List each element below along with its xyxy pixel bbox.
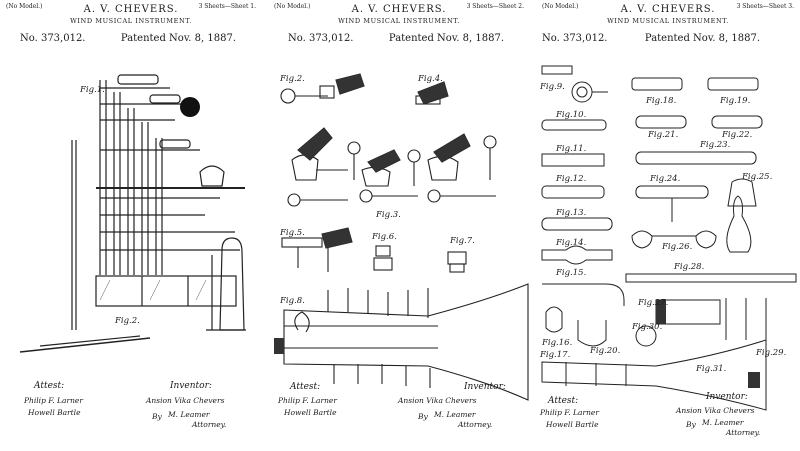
- sheet-3: (No Model.) 3 Sheets—Sheet 3. A. V. CHEV…: [536, 0, 800, 451]
- attorney-by: By: [418, 412, 428, 421]
- figure-label: Fig.21.: [648, 130, 679, 140]
- invention-title: WIND MUSICAL INSTRUMENT.: [607, 17, 729, 25]
- figure-label: Fig.18.: [646, 96, 677, 106]
- sheet-3-drawing: [541, 65, 797, 411]
- inventor-heading: A. V. CHEVERS.: [351, 4, 447, 15]
- attorney-by: By: [686, 420, 696, 429]
- figure-label: Fig.26.: [662, 242, 693, 252]
- inventor-label: Inventor:: [706, 392, 748, 402]
- attorney-label: Attorney.: [192, 420, 227, 429]
- figure-label: Fig.15.: [556, 268, 587, 278]
- figure-label: Fig.6.: [372, 232, 397, 242]
- attorney-label: Attorney.: [458, 420, 493, 429]
- figure-label: Fig.16.: [542, 338, 573, 348]
- inventor-signature: Ansion Vika Chevers: [146, 396, 225, 405]
- inventor-label: Inventor:: [464, 382, 506, 392]
- figure-label: Fig.19.: [720, 96, 751, 106]
- witness-signature: Philip F. Larner: [278, 396, 337, 405]
- sphere-shape: [180, 97, 200, 117]
- figure-label: Fig.28.: [674, 262, 705, 272]
- witness-signature: Howell Bartle: [546, 420, 599, 429]
- attest-label: Attest:: [34, 381, 65, 391]
- sheet-2: (No Model.) 3 Sheets—Sheet 2. A. V. CHEV…: [268, 0, 530, 451]
- attorney-label: Attorney.: [726, 428, 761, 437]
- invention-title: WIND MUSICAL INSTRUMENT.: [70, 17, 192, 25]
- witness-signature: Howell Bartle: [284, 408, 337, 417]
- patent-number: No. 373,012.: [542, 33, 608, 44]
- patent-number: No. 373,012.: [20, 33, 86, 44]
- figure-label: Fig.7.: [450, 236, 475, 246]
- figure-label: Fig.25.: [742, 172, 773, 182]
- figure-label: Fig.22.: [722, 130, 753, 140]
- figure-label: Fig.30.: [632, 322, 663, 332]
- inventor-heading: A. V. CHEVERS.: [620, 4, 716, 15]
- inventor-signature: Ansion Vika Chevers: [398, 396, 477, 405]
- patent-date: Patented Nov. 8, 1887.: [388, 33, 504, 44]
- figure-label: Fig.24.: [650, 174, 681, 184]
- figure-label: Fig.10.: [556, 110, 587, 120]
- invention-title: WIND MUSICAL INSTRUMENT.: [338, 17, 460, 25]
- sheet-2-drawing: [274, 73, 529, 401]
- figure-label: Fig.4.: [418, 74, 443, 84]
- no-model-label: (No Model.): [6, 3, 43, 10]
- inventor-heading: A. V. CHEVERS.: [83, 4, 179, 15]
- figure-label: Fig.9.: [540, 82, 565, 92]
- attest-label: Attest:: [290, 382, 321, 392]
- sheet-number-label: 3 Sheets—Sheet 2.: [466, 3, 524, 10]
- no-model-label: (No Model.): [274, 3, 311, 10]
- figure-label: Fig.12.: [556, 174, 587, 184]
- figure-label: Fig.11.: [556, 144, 587, 154]
- witness-signature: Philip F. Larner: [24, 396, 83, 405]
- attorney-signature: M. Leamer: [434, 410, 476, 419]
- figure-label: Fig.13.: [556, 208, 587, 218]
- figure-label: Fig.5.: [280, 228, 305, 238]
- witness-signature: Howell Bartle: [28, 408, 81, 417]
- sheet-number-label: 3 Sheets—Sheet 3.: [736, 3, 794, 10]
- attest-label: Attest:: [548, 396, 579, 406]
- attorney-signature: M. Leamer: [168, 410, 210, 419]
- witness-signature: Philip F. Larner: [540, 408, 599, 417]
- attorney-by: By: [152, 412, 162, 421]
- patent-date: Patented Nov. 8, 1887.: [120, 33, 236, 44]
- figure-label: Fig.29.: [756, 348, 787, 358]
- sheet-1-drawing: [19, 74, 246, 353]
- attorney-signature: M. Leamer: [702, 418, 744, 427]
- figure-label: Fig.3.: [376, 210, 401, 220]
- sheet-1: (No Model.) 3 Sheets—Sheet 1. A. V. CHEV…: [0, 0, 262, 451]
- figure-label: Fig.14.: [556, 238, 587, 248]
- figure-label: Fig.8.: [280, 296, 305, 306]
- inventor-signature: Ansion Vika Chevers: [676, 406, 755, 415]
- no-model-label: (No Model.): [542, 3, 579, 10]
- figure-label: Fig.2.: [115, 316, 140, 326]
- figure-label: Fig.20.: [590, 346, 621, 356]
- inventor-label: Inventor:: [170, 381, 212, 391]
- figure-label: Fig.27.: [638, 298, 669, 308]
- figure-label: Fig.1.: [80, 85, 105, 95]
- figure-label: Fig.2.: [280, 74, 305, 84]
- figure-label: Fig.17.: [540, 350, 571, 360]
- patent-number: No. 373,012.: [288, 33, 354, 44]
- figure-label: Fig.23.: [700, 140, 731, 150]
- patent-date: Patented Nov. 8, 1887.: [644, 33, 760, 44]
- sheet-number-label: 3 Sheets—Sheet 1.: [198, 3, 256, 10]
- figure-label: Fig.31.: [696, 364, 727, 374]
